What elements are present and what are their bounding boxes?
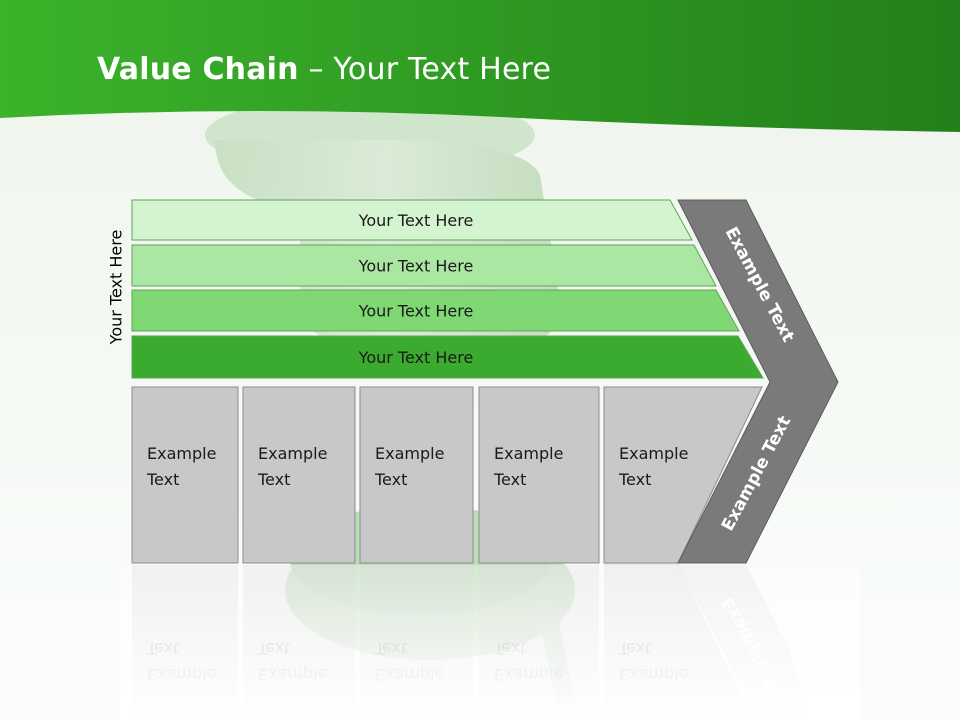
activity-column-label-line2: Text: [257, 470, 290, 489]
activity-column-label-line1: Example: [258, 444, 327, 463]
activity-column-label-line1: Example: [375, 444, 444, 463]
support-bar-shape: [131, 289, 740, 332]
support-bar-label: Your Text Here: [358, 348, 474, 367]
support-bar-label: Your Text Here: [358, 257, 474, 276]
support-bar-3: Your Text Here: [131, 289, 740, 332]
activity-column-label-line2: Text: [618, 470, 651, 489]
activity-column-shape: [131, 386, 239, 564]
activity-column-label-line2: Text: [146, 470, 179, 489]
chevron-shape: [677, 199, 839, 564]
page-title: Value Chain – Your Text Here: [97, 52, 551, 87]
activity-column-shape: [242, 386, 356, 564]
support-bar-shape: [131, 335, 764, 379]
activity-column-shape: [359, 386, 474, 564]
reflection-fade: [120, 565, 860, 720]
activity-column-label-line1: Example: [494, 444, 563, 463]
activity-column-label-line1: Example: [147, 444, 216, 463]
header-banner: [0, 0, 960, 132]
title-rest: – Your Text Here: [298, 52, 552, 87]
support-bar-2: Your Text Here: [131, 244, 717, 287]
activity-column-shape: [478, 386, 600, 564]
support-bar-shape: [131, 199, 693, 241]
title-bold: Value Chain: [97, 52, 299, 87]
support-bar-shape: [131, 244, 717, 287]
activity-column-label-line2: Text: [374, 470, 407, 489]
support-bar-label: Your Text Here: [358, 211, 474, 230]
support-bar-label: Your Text Here: [358, 302, 474, 321]
support-bar-4: Your Text Here: [131, 335, 764, 379]
primary-activity-columns: ExampleTextExampleTextExampleTextExample…: [131, 386, 763, 564]
activity-column-label-line2: Text: [493, 470, 526, 489]
activity-column-label-line1: Example: [619, 444, 688, 463]
support-bar-1: Your Text Here: [131, 199, 693, 241]
